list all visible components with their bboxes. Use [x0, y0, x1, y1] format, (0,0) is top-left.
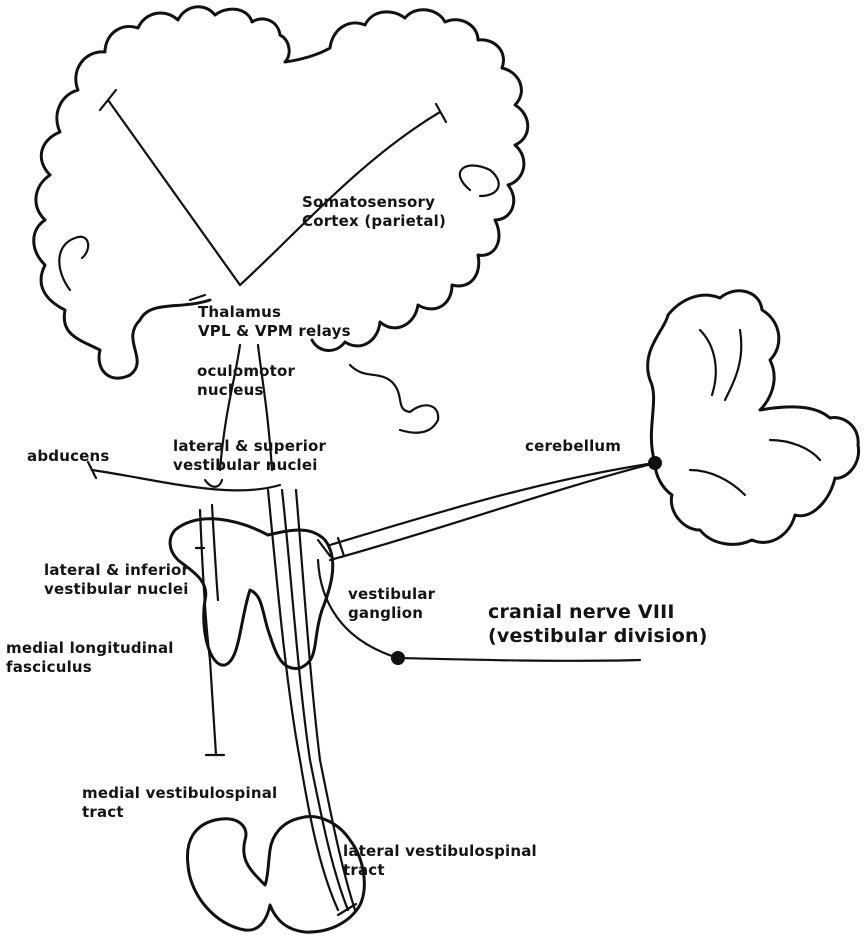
label-somatosensory-cortex: Somatosensory Cortex (parietal) [302, 193, 446, 231]
label-lateral-superior-vestibular-nuclei: lateral & superior vestibular nuclei [173, 437, 326, 475]
label-lateral-vestibulospinal-tract: lateral vestibulospinal tract [343, 842, 537, 880]
label-cranial-nerve-viii: cranial nerve VIII (vestibular division) [488, 600, 708, 648]
cerebellum-outline [648, 291, 859, 545]
label-vestibular-ganglion: vestibular ganglion [348, 585, 435, 623]
label-oculomotor-nucleus: oculomotor nucleus [197, 362, 295, 400]
label-lateral-inferior-vestibular-nuclei: lateral & inferior vestibular nuclei [44, 561, 189, 599]
cerebellum-fold-2 [725, 330, 741, 400]
cerebellum-fold-4 [770, 440, 820, 460]
label-medial-longitudinal-fasciculus: medial longitudinal fasciculus [6, 639, 174, 677]
cranial-nerve-viii-line [398, 658, 640, 661]
label-cerebellum: cerebellum [525, 437, 621, 456]
thalamus-tbar [190, 295, 205, 300]
cerebellum-fold-1 [700, 330, 716, 395]
cerebellum-fold-3 [690, 470, 745, 495]
projection-left [108, 100, 240, 285]
cortex-fold-right [460, 166, 499, 196]
label-medial-vestibulospinal-tract: medial vestibulospinal tract [82, 784, 277, 822]
nuclei-mark [205, 480, 222, 487]
ganglion-dot [391, 651, 405, 665]
cerebellar-fiber-2 [330, 463, 655, 560]
cortex-lower-edge [350, 365, 438, 433]
cortex-fold-left [59, 237, 88, 290]
label-abducens: abducens [27, 447, 110, 466]
label-thalamus: Thalamus VPL & VPM relays [198, 303, 351, 341]
